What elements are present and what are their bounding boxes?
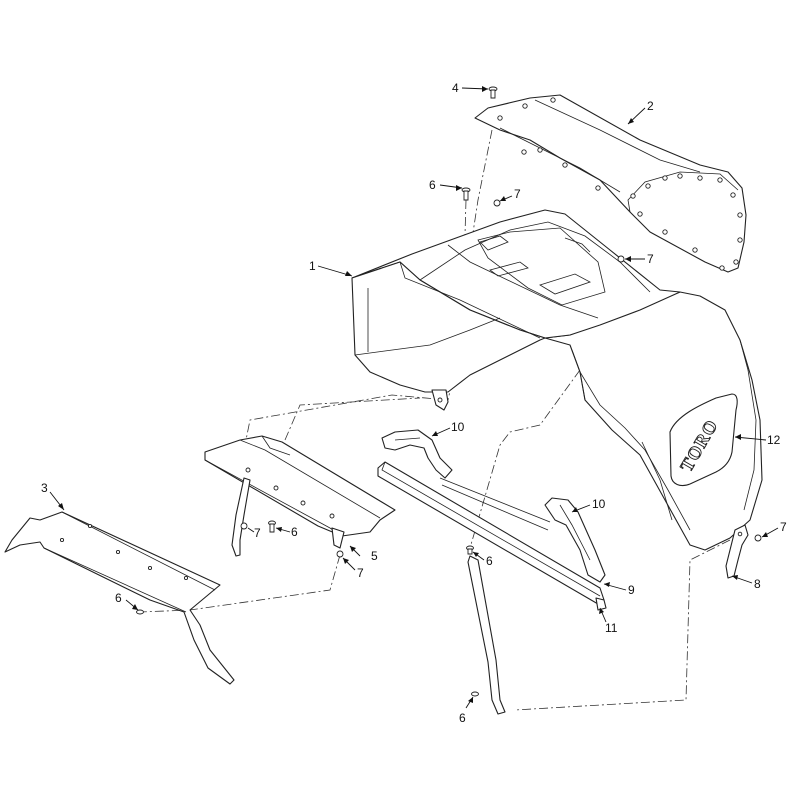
screw-part-4 bbox=[488, 86, 498, 99]
hinge-bracket-part-5 bbox=[204, 435, 396, 557]
callout-11: 11 bbox=[605, 621, 618, 635]
nut-7-latch bbox=[754, 534, 762, 542]
rear-cover-part-12: TORO bbox=[544, 291, 763, 551]
rail-part-9-11 bbox=[377, 461, 607, 611]
support-rod bbox=[467, 555, 506, 715]
bolt-6-rod bbox=[471, 691, 479, 697]
callout-7-top: 7 bbox=[514, 187, 521, 201]
callouts: 4 2 6 7 1 7 10 12 3 10 7 6 5 6 7 9 6 11 … bbox=[41, 81, 787, 725]
callout-5: 5 bbox=[371, 549, 378, 563]
callout-8: 8 bbox=[754, 577, 761, 591]
latch-part-8 bbox=[725, 524, 749, 579]
callout-7-tab: 7 bbox=[357, 566, 364, 580]
front-deflector-part-3 bbox=[4, 511, 235, 685]
nut-7-bracket bbox=[240, 522, 248, 530]
leaders bbox=[49, 86, 779, 709]
nut-7-frame bbox=[617, 255, 625, 263]
bolt-6-top bbox=[461, 187, 471, 201]
callout-7-frame: 7 bbox=[647, 252, 654, 266]
cover-rivets bbox=[497, 97, 743, 271]
callout-10-left: 10 bbox=[451, 420, 465, 434]
hanger-link-rod-2 bbox=[441, 484, 549, 531]
hardware bbox=[136, 86, 762, 697]
top-cover-part-2 bbox=[474, 94, 747, 273]
callout-2: 2 bbox=[647, 99, 654, 113]
callout-9: 9 bbox=[628, 583, 635, 597]
callout-6-rod: 6 bbox=[459, 711, 466, 725]
callout-6-rail: 6 bbox=[486, 554, 493, 568]
toro-logo-badge: TORO bbox=[669, 393, 738, 487]
callout-7-latch: 7 bbox=[780, 520, 787, 534]
callout-12: 12 bbox=[767, 433, 781, 447]
bolt-6-plate bbox=[136, 609, 144, 615]
nut-7-tab bbox=[336, 550, 344, 558]
callout-3: 3 bbox=[41, 481, 48, 495]
hanger-part-10-right bbox=[544, 497, 606, 583]
callout-10-right: 10 bbox=[592, 497, 606, 511]
callout-6-top: 6 bbox=[429, 178, 436, 192]
callout-4: 4 bbox=[452, 81, 459, 95]
nut-7-top bbox=[493, 199, 501, 207]
bolt-6-bracket bbox=[268, 520, 276, 533]
bolt-6-rail bbox=[466, 545, 474, 555]
callout-6-plate: 6 bbox=[115, 591, 122, 605]
callout-6-bracket: 6 bbox=[291, 525, 298, 539]
callout-1: 1 bbox=[309, 259, 316, 273]
hanger-part-10-left bbox=[381, 429, 453, 479]
callout-7-bracket: 7 bbox=[254, 526, 261, 540]
hanger-link-rod bbox=[439, 477, 551, 523]
